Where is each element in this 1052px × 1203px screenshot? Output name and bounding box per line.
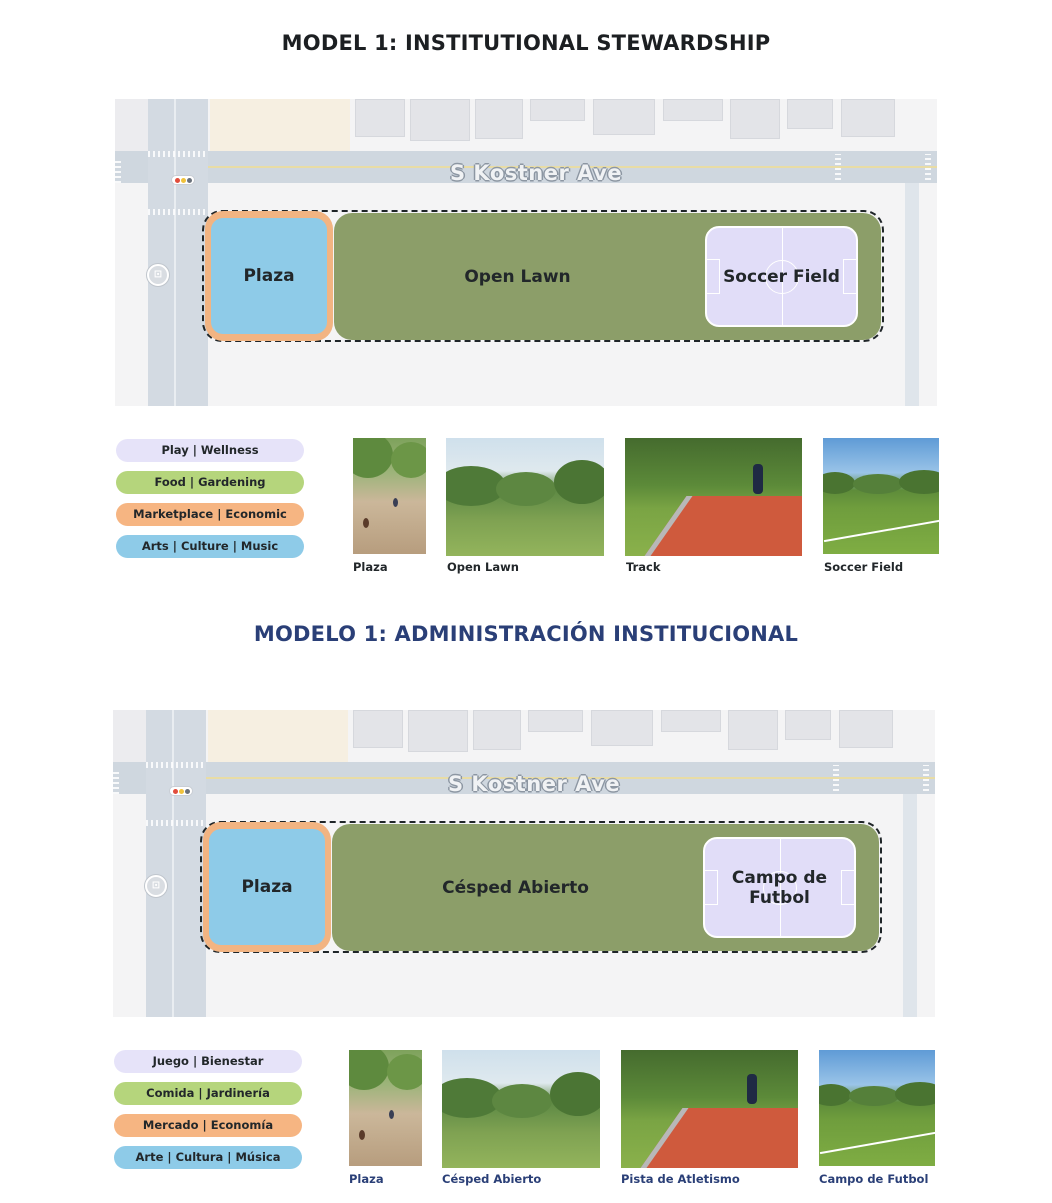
legend-mercado-economia: Mercado | Economía (114, 1114, 302, 1137)
photo-track (625, 438, 802, 556)
zone-campo-de-futbol-label-line2: Futbol (749, 887, 810, 908)
legend-juego-bienestar: Juego | Bienestar (114, 1050, 302, 1073)
photo-pista-de-atletismo-caption: Pista de Atletismo (621, 1172, 740, 1186)
photo-soccer-field-caption: Soccer Field (824, 560, 904, 574)
zone-plaza: Plaza (209, 829, 325, 945)
page-title-spanish: MODELO 1: ADMINISTRACIÓN INSTITUCIONAL (253, 622, 799, 646)
photo-plaza (353, 438, 426, 554)
photo-plaza (349, 1050, 422, 1166)
photo-campo-de-futbol-caption: Campo de Futbol (819, 1172, 929, 1186)
zone-campo-de-futbol-label-line1: Campo de (731, 867, 828, 888)
bus-stop-icon: ⊡ (145, 875, 167, 897)
legend-marketplace-economic: Marketplace | Economic (116, 503, 304, 526)
zone-open-lawn-label: Open Lawn (464, 266, 571, 287)
zone-plaza-label: Plaza (241, 877, 293, 897)
page-title-english: MODEL 1: INSTITUTIONAL STEWARDSHIP (281, 31, 771, 55)
photo-plaza-caption: Plaza (353, 560, 388, 574)
zone-soccer-field: Soccer Field (705, 226, 858, 327)
traffic-signal-icon (169, 786, 193, 796)
photo-open-lawn (446, 438, 604, 556)
photo-cesped-abierto-caption: Césped Abierto (442, 1172, 542, 1186)
street-label: S Kostner Ave (448, 772, 621, 796)
photo-soccer-field (823, 438, 939, 554)
legend-arts-culture-music: Arts | Culture | Music (116, 535, 304, 558)
zone-plaza-label: Plaza (243, 266, 295, 286)
street-label: S Kostner Ave (450, 161, 623, 185)
photo-open-lawn-caption: Open Lawn (447, 560, 519, 574)
photo-cesped-abierto (442, 1050, 600, 1168)
zone-cesped-abierto-label: Césped Abierto (442, 877, 589, 898)
site-boundary-english (202, 210, 884, 342)
photo-plaza-caption: Plaza (349, 1172, 384, 1186)
photo-campo-de-futbol (819, 1050, 935, 1166)
zone-campo-de-futbol: Campo de Futbol (703, 837, 856, 938)
zone-soccer-field-label: Soccer Field (723, 266, 840, 287)
photo-pista-de-atletismo (621, 1050, 798, 1168)
bus-stop-icon: ⊡ (147, 264, 169, 286)
legend-food-gardening: Food | Gardening (116, 471, 304, 494)
legend-comida-jardineria: Comida | Jardinería (114, 1082, 302, 1105)
photo-track-caption: Track (626, 560, 661, 574)
site-boundary-spanish (200, 821, 882, 953)
traffic-signal-icon (171, 175, 195, 185)
legend-arte-cultura-musica: Arte | Cultura | Música (114, 1146, 302, 1169)
zone-plaza: Plaza (211, 218, 327, 334)
legend-play-wellness: Play | Wellness (116, 439, 304, 462)
